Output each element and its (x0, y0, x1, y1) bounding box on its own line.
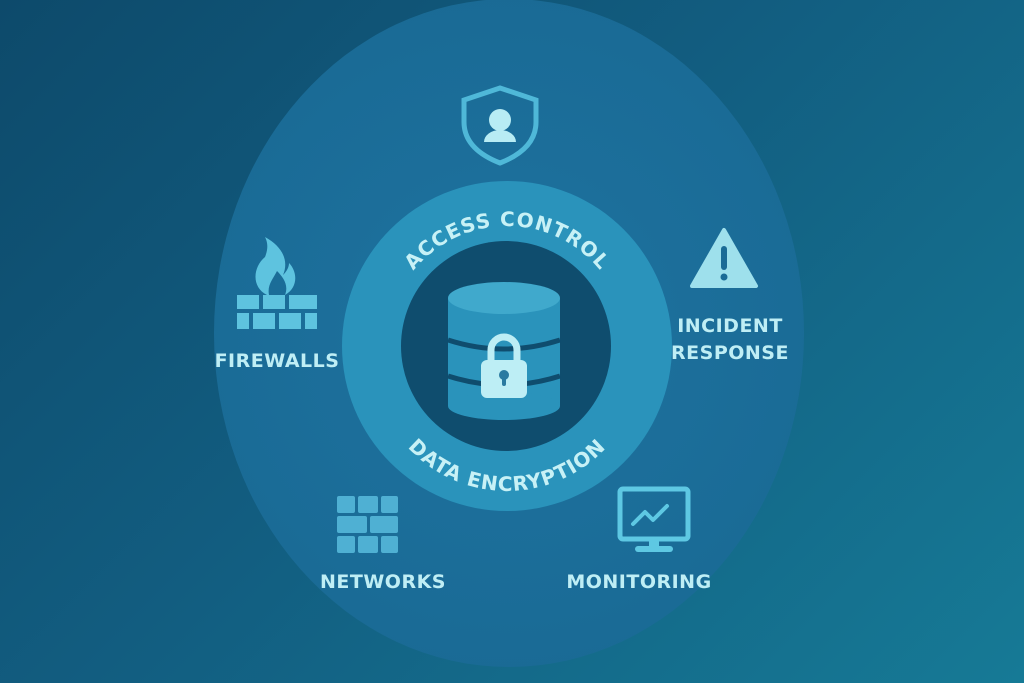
incident-response-line1: INCIDENT (677, 315, 783, 337)
monitor-chart-icon (617, 486, 691, 552)
networks-label: NETWORKS (320, 571, 446, 593)
firewalls-label: FIREWALLS (214, 350, 340, 372)
monitoring-label: MONITORING (566, 571, 712, 593)
data-encryption-label: DATA ENCRYPTION (404, 434, 610, 496)
firewall-flame-icon (237, 237, 317, 329)
incident-response-line2: RESPONSE (671, 342, 789, 364)
warning-triangle-icon (690, 228, 758, 288)
brick-grid-icon (337, 496, 398, 553)
access-control-label: ACCESS CONTROL (399, 207, 615, 274)
incident-response-label: INCIDENT RESPONSE (660, 313, 800, 367)
database-lock-icon (447, 282, 561, 420)
shield-user-icon (461, 85, 539, 166)
ring-labels: ACCESS CONTROL DATA ENCRYPTION (399, 207, 615, 496)
